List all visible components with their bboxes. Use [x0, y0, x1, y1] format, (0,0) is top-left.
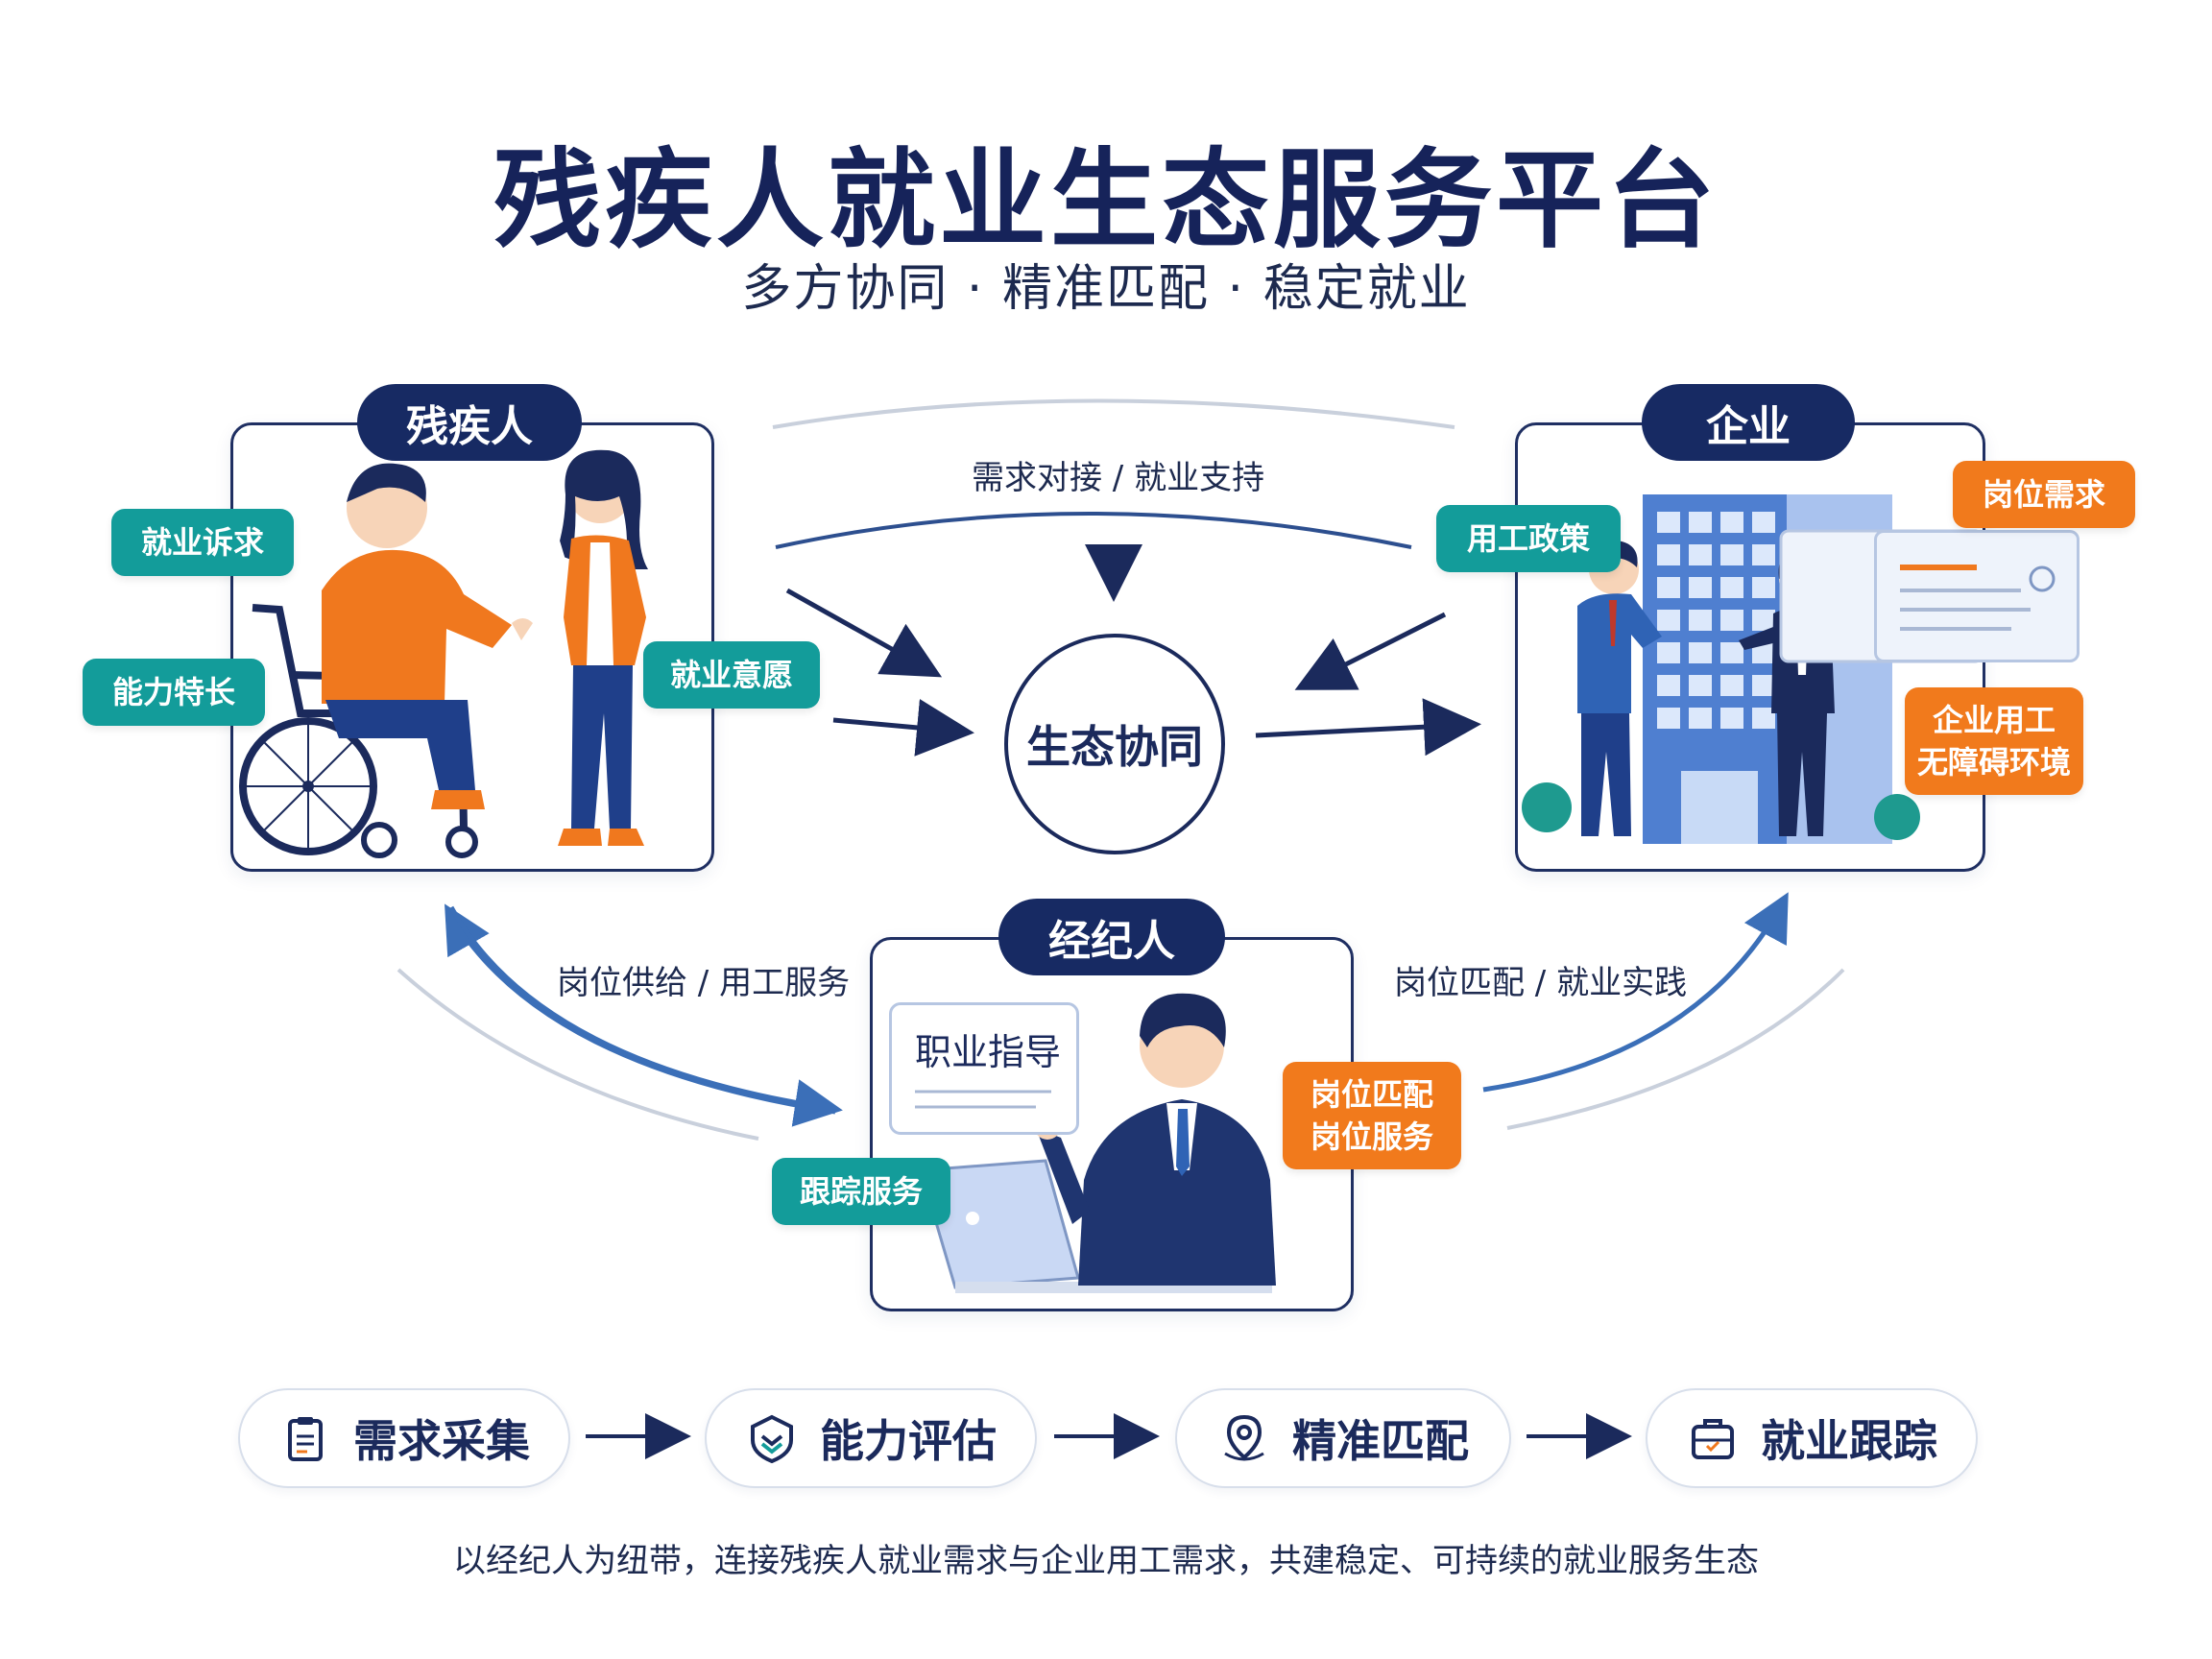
wheelchair-icon: [239, 604, 478, 858]
arrow-left-upper: [785, 588, 943, 678]
step-ability-assessment: 能力评估: [705, 1388, 1037, 1488]
center-circle: 生态协同: [1004, 634, 1225, 854]
step-label: 需求采集: [353, 1415, 530, 1467]
tag-tracking-service: 跟踪服务: [772, 1158, 950, 1225]
disabled-panel-title: 残疾人: [357, 384, 582, 461]
broker-panel-title: 经纪人: [998, 899, 1225, 975]
step-employment-tracking: 就业跟踪: [1646, 1388, 1978, 1488]
step-label: 能力评估: [820, 1415, 997, 1467]
tag-employment-willingness: 就业意愿: [643, 641, 820, 709]
step-precise-matching: 精准匹配: [1175, 1388, 1511, 1488]
right-blue-curve: [1482, 892, 1789, 1093]
briefcase-icon: [1692, 1419, 1734, 1459]
tree-left: [1522, 782, 1572, 832]
tag-job-demand: 岗位需求: [1953, 461, 2135, 528]
page-title: 残疾人就业生态服务平台: [493, 138, 1719, 263]
tag-enterprise-accessibility: 企业用工 无障碍环境: [1905, 687, 2083, 795]
top-faint-arc: [772, 398, 1455, 429]
enterprise-man-figure: [1577, 540, 1662, 836]
enterprise-panel-title: 企业: [1642, 384, 1855, 461]
top-blue-arc: [775, 512, 1412, 549]
shield-check-icon: [751, 1414, 793, 1464]
bubble-lines: [915, 1090, 1051, 1109]
clipboard-icon: [288, 1417, 323, 1461]
tag-enterprise-accessibility-line2: 无障碍环境: [1916, 744, 2071, 781]
flow-label-top: 需求对接 / 就业支持: [972, 459, 1265, 497]
left-blue-curve-back: [448, 905, 843, 1127]
arrow-left-lower: [832, 699, 974, 757]
job-card: [1874, 530, 2080, 662]
tag-employment-demand: 就业诉求: [111, 509, 294, 576]
arrow-right-upper: [1294, 612, 1447, 690]
man-figure: [322, 463, 533, 809]
page-subtitle: 多方协同 · 精准匹配 · 稳定就业: [741, 260, 1471, 318]
tag-job-matching-line2: 岗位服务: [1310, 1118, 1433, 1155]
left-blue-curve: [445, 903, 836, 1115]
arrow-right-lower: [1255, 698, 1481, 757]
tree-right: [1874, 794, 1920, 840]
woman-figure: [521, 449, 648, 846]
location-pin-icon: [1224, 1414, 1264, 1461]
enterprise-panel: [1515, 422, 1985, 872]
tag-ability-strength: 能力特长: [83, 659, 265, 726]
broker-panel: [870, 937, 1354, 1311]
step-demand-collection: 需求采集: [238, 1388, 570, 1488]
left-faint-arc: [397, 968, 759, 1141]
enterprise-illustration: [1522, 494, 1983, 844]
disabled-panel: [230, 422, 714, 872]
tag-job-matching-line1: 岗位匹配: [1310, 1076, 1433, 1113]
tag-employment-policy: 用工政策: [1436, 505, 1621, 572]
tag-job-matching-service: 岗位匹配 岗位服务: [1283, 1062, 1461, 1169]
career-guidance-bubble: 职业指导: [889, 1002, 1079, 1135]
flow-label-right: 岗位匹配 / 就业实践: [1394, 964, 1688, 1002]
footer-text: 以经纪人为纽带，连接残疾人就业需求与企业用工需求，共建稳定、可持续的就业服务生态: [453, 1542, 1759, 1580]
career-guidance-label: 职业指导: [915, 1031, 1062, 1073]
job-card-lines: [1900, 565, 2056, 631]
right-faint-arc: [1506, 968, 1845, 1130]
step-label: 精准匹配: [1292, 1415, 1469, 1467]
tag-enterprise-accessibility-line1: 企业用工: [1932, 702, 2056, 738]
flow-label-left: 岗位供给 / 用工服务: [557, 964, 851, 1002]
disabled-illustration: [239, 449, 648, 858]
step-label: 就业跟踪: [1761, 1415, 1937, 1467]
